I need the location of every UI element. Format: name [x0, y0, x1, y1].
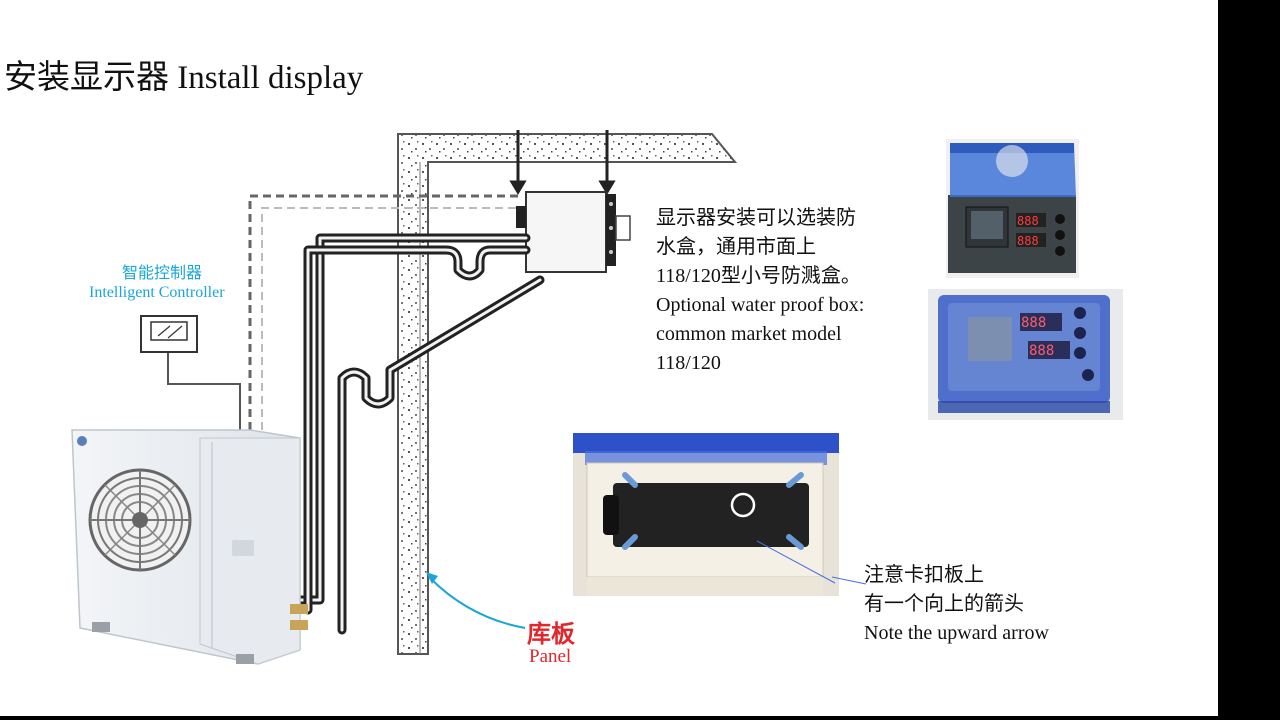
note-line: Note the upward arrow	[864, 622, 1049, 644]
hanger-rods	[509, 130, 616, 195]
controller-label-en: Intelligent Controller	[89, 284, 225, 301]
installation-diagram	[71, 130, 738, 665]
display-readout-top: 888	[1017, 214, 1039, 228]
evaporator-unit	[516, 191, 631, 273]
note-line: 水盒，通用市面上	[656, 236, 816, 258]
photo-waterproof-box-closed: 888 888	[928, 289, 1123, 420]
display-readout-top: 888	[1021, 315, 1046, 331]
arrow-note-pointer	[831, 576, 867, 585]
note-line: common market model	[656, 323, 842, 345]
panel-pointer	[429, 577, 526, 629]
slide: 安装显示器 Install display	[0, 0, 1218, 716]
display-readout-bottom: 888	[1017, 234, 1039, 248]
panel-label-en: Panel	[529, 646, 572, 667]
waterproof-note: 显示器安装可以选装防 水盒，通用市面上 118/120型小号防溅盒。 Optio…	[656, 204, 864, 378]
photo-mounting-plate	[573, 433, 839, 596]
controller-device	[140, 315, 198, 353]
display-readout-bottom: 888	[1029, 343, 1054, 359]
upward-arrow-note: 注意卡扣板上 有一个向上的箭头 Note the upward arrow	[864, 561, 1049, 648]
note-line: 有一个向上的箭头	[864, 593, 1024, 615]
cable-route	[248, 194, 518, 430]
controller-wire	[167, 352, 241, 430]
note-line: 显示器安装可以选装防	[656, 207, 856, 229]
note-line: 118/120	[656, 352, 721, 374]
panel-label-cn: 库板	[527, 620, 575, 648]
note-line: 118/120型小号防溅盒。	[656, 265, 861, 287]
controller-label-cn: 智能控制器	[122, 263, 203, 282]
panel-wall	[397, 133, 738, 655]
note-line: 注意卡扣板上	[864, 564, 984, 586]
refrigerant-pipes	[295, 233, 545, 635]
condensing-unit	[71, 429, 308, 665]
photo-waterproof-box-open: 888 888	[946, 139, 1079, 278]
page-title: 安装显示器 Install display	[4, 60, 364, 96]
note-line: Optional water proof box:	[656, 294, 865, 316]
